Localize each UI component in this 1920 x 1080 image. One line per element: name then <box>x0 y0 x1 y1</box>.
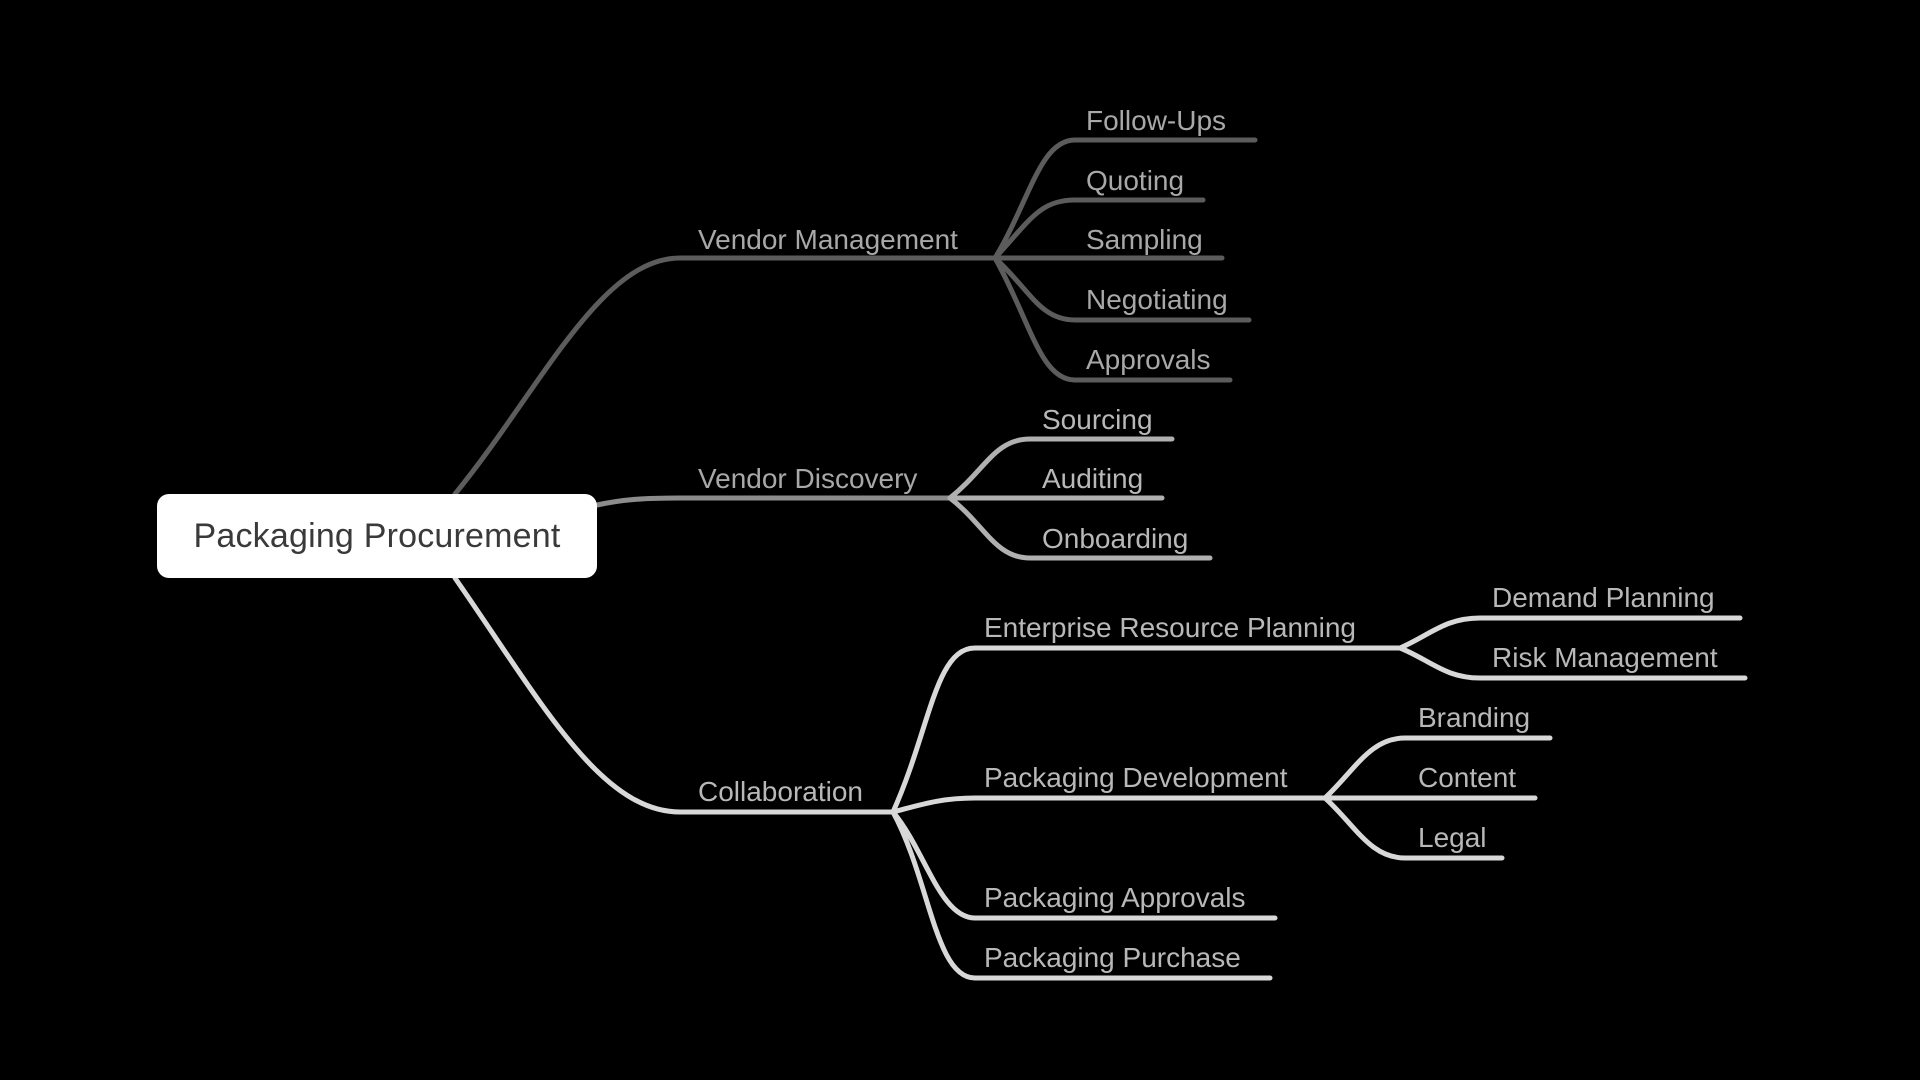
leaf-node-negotiating[interactable]: Negotiating <box>1086 284 1228 315</box>
branch-node-vendor-discovery[interactable]: Vendor Discovery <box>698 463 918 494</box>
connector-follow-ups <box>992 137 1258 261</box>
sub-node-packaging-approvals[interactable]: Packaging Approvals <box>984 882 1246 913</box>
connector-onboarding <box>947 495 1213 561</box>
connector-quoting <box>992 197 1206 261</box>
sub-node-packaging-development[interactable]: Packaging Development <box>984 762 1288 793</box>
leaf-node-content[interactable]: Content <box>1418 762 1517 793</box>
sub-node-packaging-purchase[interactable]: Packaging Purchase <box>984 942 1241 973</box>
branch-node-vendor-management[interactable]: Vendor Management <box>698 224 958 255</box>
sub-node-enterprise-resource-planning[interactable]: Enterprise Resource Planning <box>984 612 1356 643</box>
connector-risk-management <box>1397 645 1748 681</box>
leaf-node-sampling[interactable]: Sampling <box>1086 224 1203 255</box>
root-node-label: Packaging Procurement <box>193 516 561 555</box>
leaf-node-auditing[interactable]: Auditing <box>1042 463 1144 494</box>
connector-demand-planning <box>1397 615 1743 651</box>
leaf-node-branding[interactable]: Branding <box>1418 702 1531 733</box>
connector-root-collaboration <box>452 575 896 815</box>
connector-packaging-purchase <box>890 809 1273 981</box>
leaf-node-risk-management[interactable]: Risk Management <box>1492 642 1718 673</box>
connector-sourcing <box>947 436 1175 501</box>
leaf-node-legal[interactable]: Legal <box>1418 822 1487 853</box>
connector-branding <box>1322 735 1553 801</box>
root-node[interactable]: Packaging Procurement <box>157 494 597 578</box>
connector-root-vendor-discovery <box>594 495 953 508</box>
connector-enterprise-resource-planning <box>890 645 1403 815</box>
connector-legal <box>1322 795 1505 861</box>
leaf-node-approvals[interactable]: Approvals <box>1086 344 1211 375</box>
leaf-node-sourcing[interactable]: Sourcing <box>1042 404 1153 435</box>
connector-packaging-approvals <box>890 809 1278 921</box>
connector-root-vendor-management <box>452 255 998 497</box>
leaf-node-onboarding[interactable]: Onboarding <box>1042 523 1189 554</box>
leaf-node-follow-ups[interactable]: Follow-Ups <box>1086 105 1227 136</box>
connector-packaging-development <box>890 795 1328 815</box>
branch-node-collaboration[interactable]: Collaboration <box>698 776 863 807</box>
connector-negotiating <box>992 255 1252 323</box>
leaf-node-demand-planning[interactable]: Demand Planning <box>1492 582 1715 613</box>
connector-approvals <box>992 255 1233 383</box>
leaf-node-quoting[interactable]: Quoting <box>1086 165 1185 196</box>
